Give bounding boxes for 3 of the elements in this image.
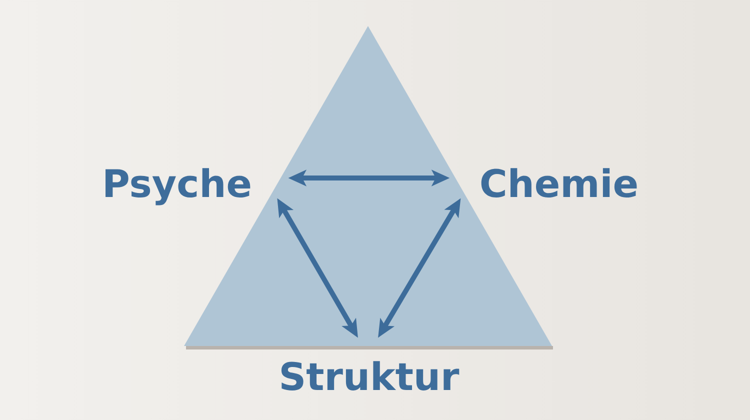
concept-label: Chemie: [481, 168, 637, 198]
concept-label: Struktur: [281, 361, 460, 391]
concept-label: Psyche: [106, 168, 250, 206]
